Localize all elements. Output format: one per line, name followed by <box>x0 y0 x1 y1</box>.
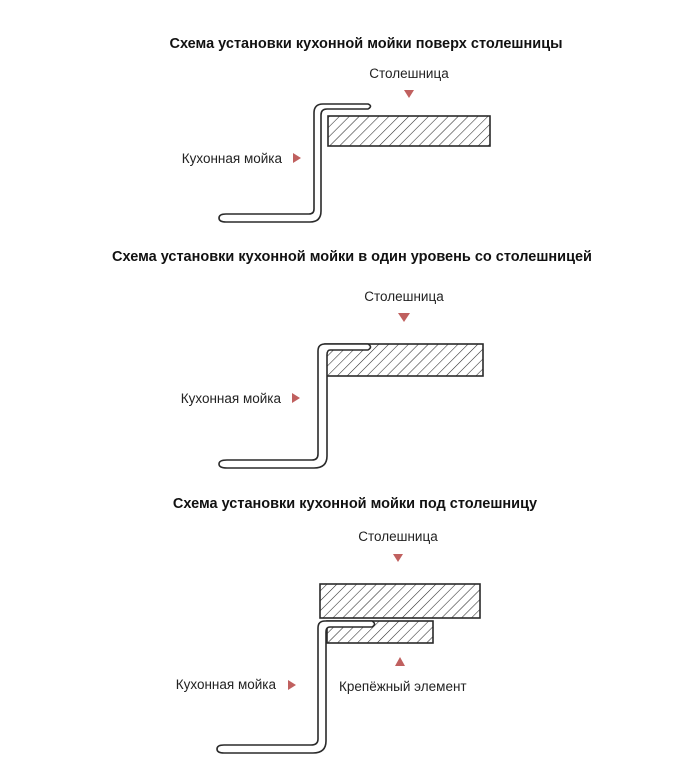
sink-profile <box>218 343 372 469</box>
section-undermount: Схема установки кухонной мойки под столе… <box>173 496 537 754</box>
sink-profile <box>218 103 372 223</box>
section-title: Схема установки кухонной мойки под столе… <box>173 496 537 512</box>
section-title: Схема установки кухонной мойки в один ур… <box>112 249 592 265</box>
countertop <box>327 115 491 147</box>
countertop-label: Столешница <box>369 66 449 81</box>
down-arrow-icon <box>398 313 410 322</box>
countertop-label: Столешница <box>358 529 438 544</box>
section-title: Схема установки кухонной мойки поверх ст… <box>170 36 563 52</box>
right-arrow-icon <box>293 153 301 163</box>
sink-profile <box>216 620 376 754</box>
up-arrow-icon <box>395 657 405 666</box>
fastener-label: Крепёжный элемент <box>339 679 467 694</box>
sink-label: Кухонная мойка <box>176 677 277 692</box>
sink-label: Кухонная мойка <box>182 151 283 166</box>
down-arrow-icon <box>404 90 414 98</box>
section-overmount: Схема установки кухонной мойки поверх ст… <box>170 36 563 223</box>
countertop <box>319 583 481 619</box>
right-arrow-icon <box>292 393 300 403</box>
section-flush: Схема установки кухонной мойки в один ур… <box>112 249 592 469</box>
right-arrow-icon <box>288 680 296 690</box>
sink-label: Кухонная мойка <box>181 391 282 406</box>
countertop-label: Столешница <box>364 289 444 304</box>
down-arrow-icon <box>393 554 403 562</box>
